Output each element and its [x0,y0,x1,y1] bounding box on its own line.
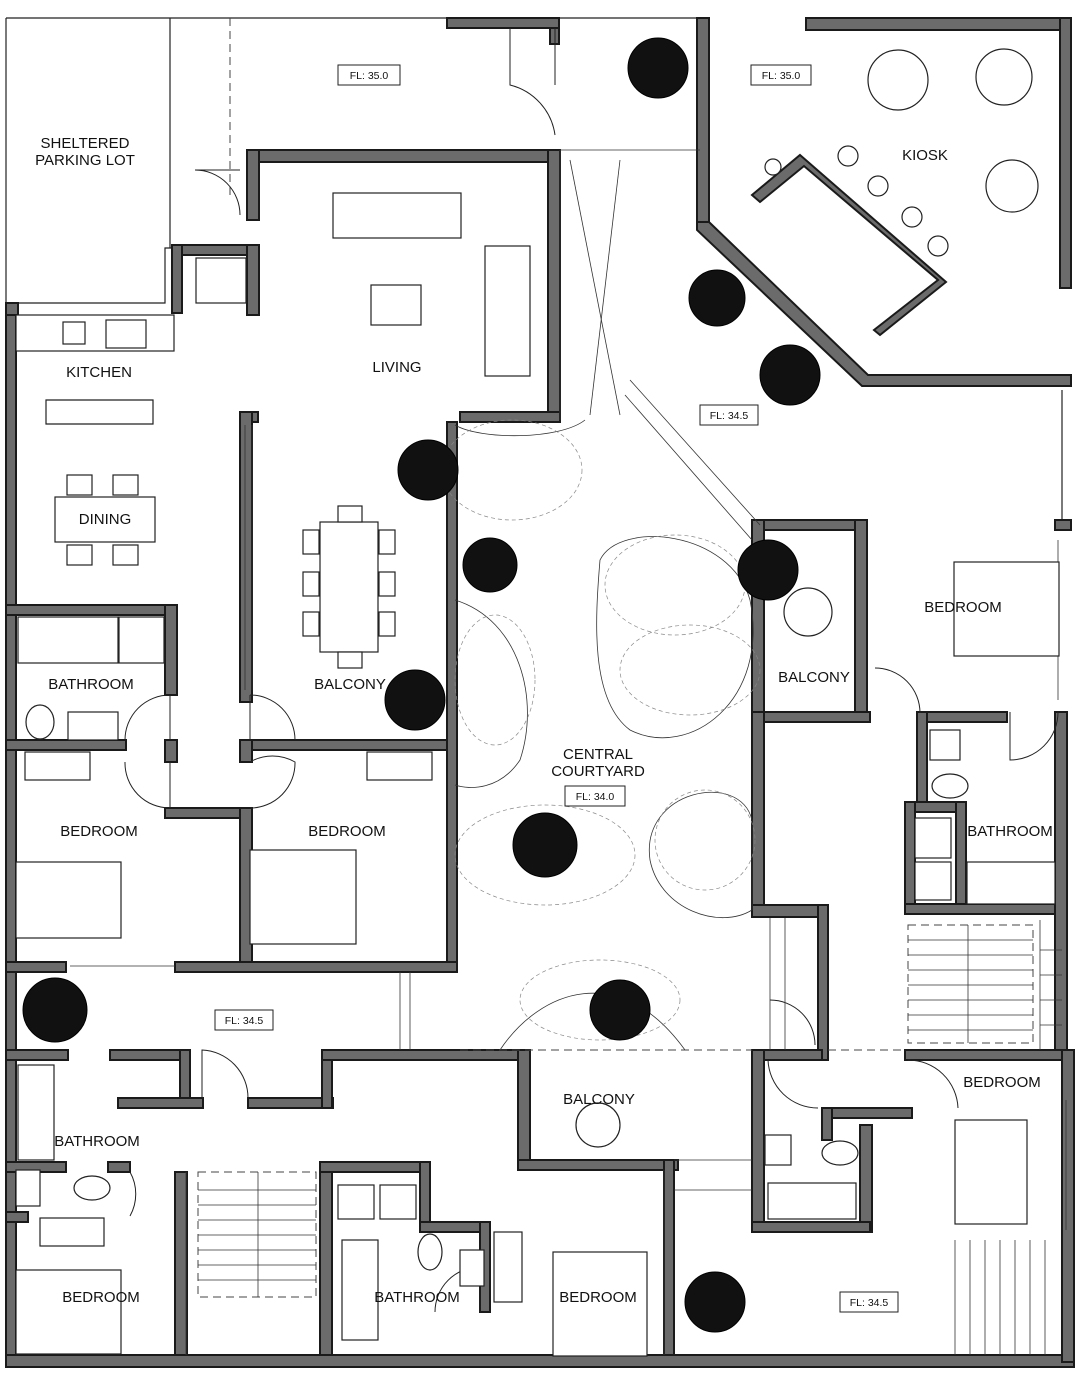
room-label-line: PARKING LOT [35,152,135,169]
floor-level-west-corridor: FL: 34.5 [225,1015,264,1027]
doors [124,28,1059,1313]
room-label-bedroom-west-2: BEDROOM [308,823,386,840]
room-label-bathroom-west: BATHROOM [48,676,134,693]
room-label-bedroom-southwest: BEDROOM [62,1289,140,1306]
room-label-line: SHELTERED [41,135,130,152]
room-label-bedroom-west-1: BEDROOM [60,823,138,840]
room-label-bedroom-east-2: BEDROOM [963,1074,1041,1091]
room-label-bathroom-south: BATHROOM [374,1289,460,1306]
stairs [197,920,1062,1355]
room-label-balcony-south: BALCONY [563,1091,635,1108]
furniture [15,48,1060,1357]
floor-level-northeast: FL: 35.0 [762,70,801,82]
room-label-bathroom-southwest: BATHROOM [54,1133,140,1150]
outer-boundary-lines [5,17,1063,520]
tree-icon [384,669,446,731]
room-label-dining: DINING [79,511,132,528]
room-label-kitchen: KITCHEN [66,364,132,381]
room-label-bedroom-south: BEDROOM [559,1289,637,1306]
tree-icon [462,537,518,593]
floor-level-courtyard: FL: 34.0 [576,791,615,803]
tree-icon [397,439,459,501]
vegetation [22,37,821,1333]
room-label-bedroom-east-1: BEDROOM [924,599,1002,616]
room-label-kiosk: KIOSK [902,147,948,164]
tree-icon [512,812,578,878]
tree-icon [759,344,821,406]
room-label-living: LIVING [372,359,421,376]
room-label-bathroom-east: BATHROOM [967,823,1053,840]
room-label-balcony-west: BALCONY [314,676,386,693]
tree-icon [684,1271,746,1333]
room-label-line: CENTRAL [563,746,633,763]
floor-level-tags: FL: 35.0 FL: 35.0 FL: 34.5 FL: 34.0 FL: … [214,64,899,1313]
floor-level-southeast: FL: 34.5 [850,1297,889,1309]
floor-level-north: FL: 35.0 [350,70,389,82]
tree-icon [22,977,88,1043]
floor-level-east-court: FL: 34.5 [710,410,749,422]
room-label-balcony-east: BALCONY [778,669,850,686]
tree-icon [688,269,746,327]
tree-icon [589,979,651,1041]
tree-icon [737,539,799,601]
tree-icon [627,37,689,99]
room-label-line: COURTYARD [551,763,645,780]
courtyard-lines [70,149,1067,1355]
